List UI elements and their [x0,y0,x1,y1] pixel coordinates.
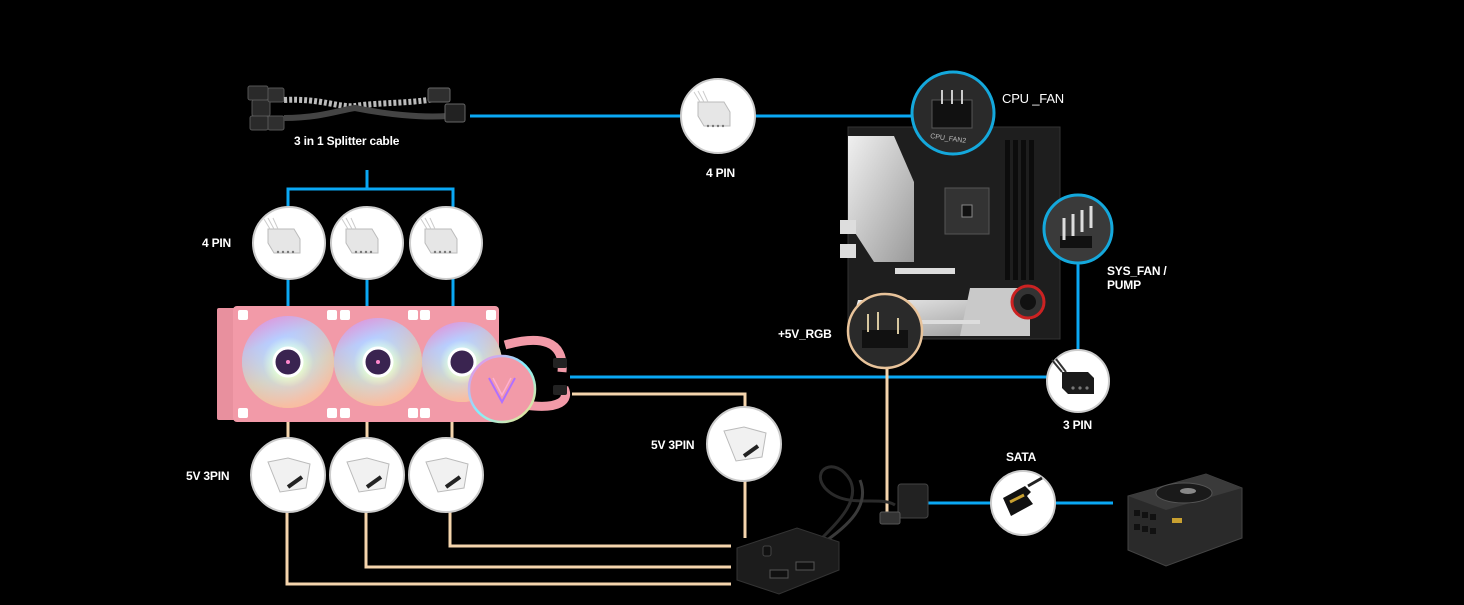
fan2-argb-connector [329,437,405,513]
pump-argb-connector [706,406,782,482]
top-4pin-label: 4 PIN [706,166,736,180]
aio-cooler-image [217,306,570,424]
svg-text:CPU_FAN2: CPU_FAN2 [930,133,967,145]
fan3-argb-to-hub-line [448,512,731,548]
sata-label: SATA [1006,450,1037,464]
sata-connector [990,470,1056,536]
fan2-4pin-connector [330,206,404,280]
argb-hub-image [736,465,929,595]
splitter-cable-image [247,85,466,131]
fan-2 [334,318,422,406]
fan1-argb-connector [250,437,326,513]
pump-5v-3pin-label: 5V 3PIN [651,438,695,452]
fan1-4pin-connector [252,206,326,280]
sys-fan-label: SYS_FAN / PUMP [1107,264,1167,292]
rgb-header-callout [846,292,924,370]
fan2-argb-to-hub-line [364,512,731,569]
splitter-cable-label: 3 in 1 Splitter cable [294,134,400,148]
sys-fan-label-line1: SYS_FAN / [1107,264,1167,278]
fan3-4pin-connector [409,206,483,280]
argb-lines [285,368,889,586]
rgb-header-label: +5V_RGB [778,327,832,341]
fan1-argb-to-hub-line [285,512,731,586]
psu-image [1127,473,1243,567]
sys-fan-header-callout [1042,193,1114,265]
pump-argb-line [572,392,747,412]
cpu-fan-label: CPU _FAN [1002,91,1064,106]
top-4pin-connector [680,78,756,154]
pump-head [467,354,537,424]
cpu-fan-header-callout: CPU_FAN2 [910,70,996,156]
splitter-branch-line [286,187,455,212]
fan3-argb-connector [408,437,484,513]
fan-4pin-label: 4 PIN [202,236,232,250]
pump-3pin-connector [1046,349,1110,413]
sys-fan-label-line2: PUMP [1107,278,1141,292]
pwm-lines [286,114,1113,505]
fan-5v-3pin-label: 5V 3PIN [186,469,230,483]
fan-1 [242,316,334,408]
pump-3pin-label: 3 PIN [1063,418,1093,432]
